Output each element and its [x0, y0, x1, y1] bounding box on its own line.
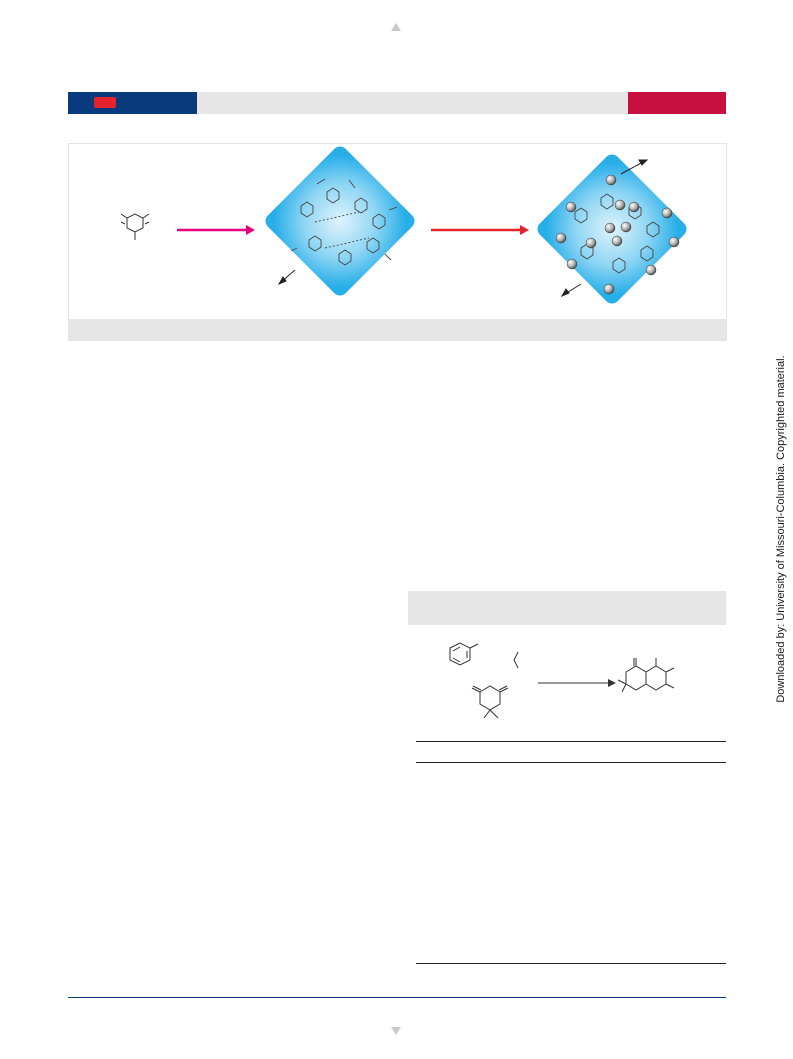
monomer-structure: [120, 213, 150, 240]
table-top-rule: [416, 741, 726, 742]
table-bottom-rule: [416, 963, 726, 964]
header-right-block: [628, 92, 726, 114]
benzene-ring: [449, 642, 471, 666]
watermark-text: Downloaded by: University of Missouri-Co…: [775, 355, 787, 703]
table-mid-rule: [416, 762, 726, 763]
table-header-bar: [408, 591, 726, 625]
framework-crystal-1: [265, 146, 415, 296]
framework-crystal-2: [537, 154, 687, 304]
scheme-caption-bar: [69, 319, 726, 340]
scheme-figure: [68, 143, 727, 341]
page-down-icon[interactable]: [391, 1027, 401, 1035]
page-up-icon[interactable]: [391, 23, 401, 31]
journal-header-bar: [68, 92, 726, 114]
header-badge: [94, 97, 116, 108]
reaction-arrow-1: [177, 225, 255, 235]
reaction-arrow-2: [431, 225, 529, 235]
dimedone-ring: [479, 685, 501, 711]
scheme-graphic: [120, 146, 687, 304]
footer-rule: [68, 997, 726, 998]
header-left-block: [68, 92, 197, 114]
reaction-scheme: [449, 642, 675, 719]
